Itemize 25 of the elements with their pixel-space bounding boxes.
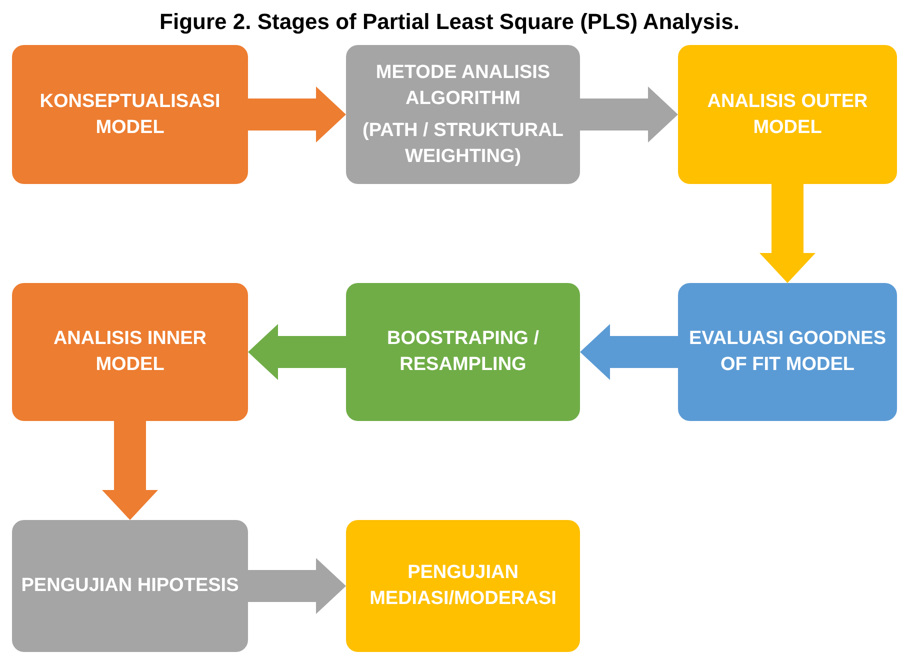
box-label: PENGUJIAN MEDIASI/MODERASI: [368, 561, 558, 611]
process-box: [678, 283, 897, 421]
process-box: [346, 283, 580, 421]
process-box: [346, 520, 580, 652]
box-label: KONSEPTUALISASI MODEL: [38, 90, 222, 140]
box-label: PENGUJIAN HIPOTESIS: [21, 574, 239, 598]
box-label: ANALISIS OUTER MODEL: [706, 90, 869, 140]
box-label: ANALISIS INNER MODEL: [52, 327, 208, 377]
block-arrow: [760, 184, 816, 283]
process-box: [678, 45, 897, 184]
figure-title: Figure 2. Stages of Partial Least Square (PLS) Analysis.: [158, 8, 740, 36]
box-label: EVALUASI GOODNES OF FIT MODEL: [688, 327, 888, 377]
process-box: [346, 45, 580, 184]
block-arrow: [102, 421, 158, 520]
box-label: METODE ANALISIS ALGORITHM: [374, 60, 552, 110]
process-box: [12, 45, 248, 184]
block-arrow: [248, 558, 346, 614]
box-label: BOOSTRAPING / RESAMPLING: [386, 327, 540, 377]
block-arrow: [248, 86, 346, 142]
process-box: [12, 520, 248, 652]
process-box: [12, 283, 248, 421]
block-arrow: [580, 324, 678, 380]
block-arrow: [580, 86, 678, 142]
box-label: (PATH / STRUKTURAL WEIGHTING): [362, 118, 564, 168]
block-arrow: [248, 324, 346, 380]
